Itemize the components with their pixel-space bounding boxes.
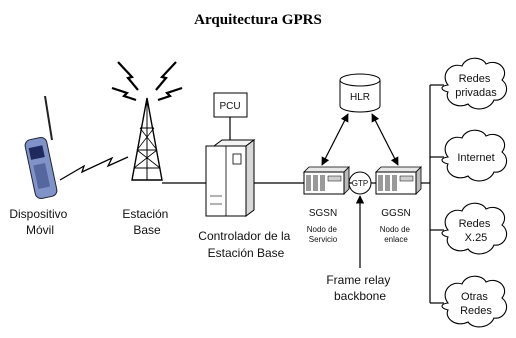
network-label-3: Redes X.25 bbox=[459, 218, 494, 244]
network-label-1: Redes privadas bbox=[455, 73, 497, 99]
device-label: Dispositivo Móvil bbox=[9, 207, 70, 237]
ggsn-label: GGSN bbox=[381, 208, 410, 219]
cloud-icon-private-networks bbox=[441, 57, 508, 110]
ggsn-desc: Nodo de enlace bbox=[380, 225, 412, 244]
network-label-4: Otras Redes bbox=[460, 291, 492, 317]
cloud-icon-x25-networks bbox=[441, 202, 508, 255]
mobile-phone-icon bbox=[24, 95, 58, 200]
sgsn-label: SGSN bbox=[309, 208, 337, 219]
bsc-cabinet-icon bbox=[205, 139, 256, 217]
pcu-box bbox=[213, 92, 248, 118]
pcu-label: PCU bbox=[219, 101, 240, 112]
hlr-database-icon bbox=[339, 73, 381, 113]
gtp-label: GTP bbox=[352, 179, 368, 188]
diagram-title: Arquitectura GPRS bbox=[194, 12, 322, 28]
radio-link-icon bbox=[59, 156, 129, 181]
network-label-2: Internet bbox=[457, 152, 494, 164]
sgsn-desc: Nodo de Servicio bbox=[307, 225, 339, 244]
cloud-icon-other-networks bbox=[441, 275, 508, 328]
bsc-label: Controlador de la Estación Base bbox=[198, 229, 293, 260]
backbone-label: Frame relay backbone bbox=[326, 273, 393, 303]
arrow-hlr-sgsn bbox=[321, 113, 349, 166]
hlr-label: HLR bbox=[350, 92, 370, 103]
sgsn-node-icon bbox=[303, 166, 350, 195]
cloud-icon-internet bbox=[441, 129, 508, 182]
arrow-hlr-ggsn bbox=[371, 113, 399, 166]
ggsn-node-icon bbox=[375, 166, 422, 195]
bts-label: Estación Base bbox=[122, 207, 171, 237]
base-station-tower-icon bbox=[111, 61, 183, 181]
